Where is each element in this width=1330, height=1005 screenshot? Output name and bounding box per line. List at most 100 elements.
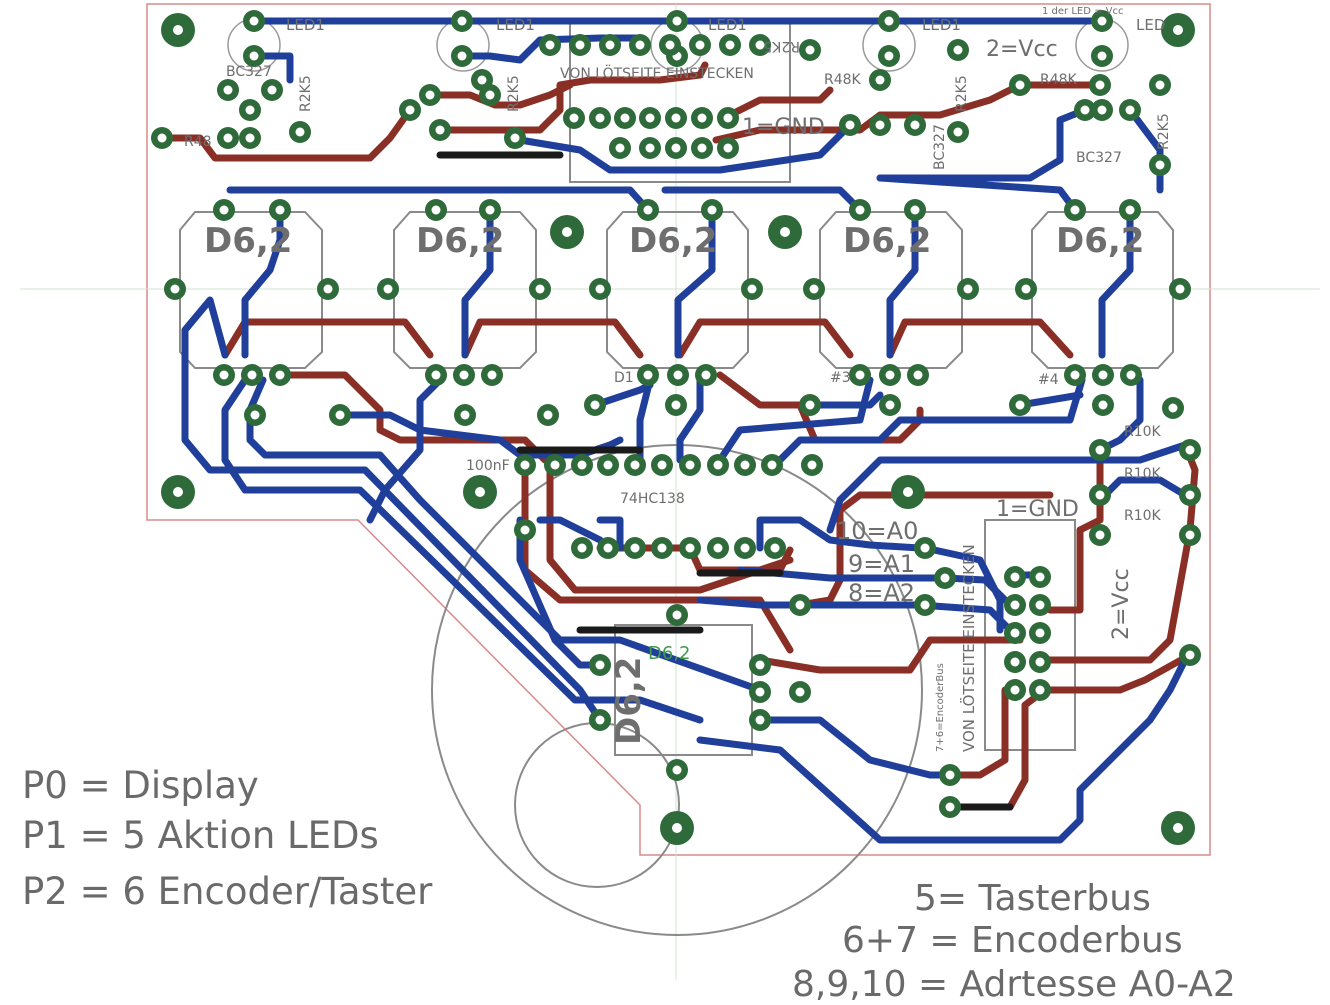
gnd-label-right: 1=GND	[996, 497, 1079, 522]
pad-drill	[707, 205, 717, 215]
pad-drill	[520, 460, 530, 470]
mounting-hole-drill	[173, 487, 183, 497]
pad-drill	[485, 205, 495, 215]
top-note: 1 der LED = Vcc	[1042, 6, 1124, 17]
pad-drill	[953, 45, 963, 55]
pad-drill	[383, 284, 393, 294]
mounting-holes	[161, 13, 1195, 845]
pad-drill	[697, 113, 707, 123]
pad-drill	[855, 205, 865, 215]
pad-drill	[770, 543, 780, 553]
led-label-1: LED1	[286, 16, 325, 34]
pad-drill	[1098, 370, 1108, 380]
pad-drill	[510, 133, 520, 143]
pad-drill	[249, 16, 259, 26]
pad-drill	[755, 40, 765, 50]
pad-drill	[431, 205, 441, 215]
pad-drill	[672, 16, 682, 26]
display-label-3: D6,2	[629, 221, 717, 261]
pad-drill	[1098, 400, 1108, 410]
pad-drill	[457, 51, 467, 61]
pad-drill	[603, 543, 613, 553]
mounting-hole-drill	[1173, 25, 1183, 35]
pad-drill	[940, 573, 950, 583]
pad-drill	[884, 16, 894, 26]
resistor48-label-5: R48	[184, 134, 212, 150]
resistor-label-3: R2K5	[954, 75, 970, 112]
pullup-label-1: R10K	[1124, 424, 1162, 440]
pad-drill	[630, 543, 640, 553]
pad-drill	[620, 113, 630, 123]
pad-drill	[223, 133, 233, 143]
pad-drill	[459, 370, 469, 380]
pad-drill	[1080, 105, 1090, 115]
pad-drill	[1175, 284, 1185, 294]
vcc-label-top: 2=Vcc	[986, 37, 1058, 62]
pad-drill	[1010, 657, 1020, 667]
pad-drill	[845, 120, 855, 130]
pad-drill	[671, 143, 681, 153]
pad-drill	[1126, 370, 1136, 380]
pad-drill	[485, 90, 495, 100]
pad-drill	[245, 133, 255, 143]
pad-drill	[963, 284, 973, 294]
pad-drill	[635, 40, 645, 50]
pad-drill	[665, 40, 675, 50]
pad-drill	[250, 410, 260, 420]
pad-drill	[1010, 685, 1020, 695]
pad-drill	[1035, 572, 1045, 582]
legend-address: 8,9,10 = Adrtesse A0-A2	[792, 964, 1236, 1005]
legend-tasterbus: 5= Tasterbus	[914, 878, 1151, 919]
legend-encoderbus: 6+7 = Encoderbus	[842, 920, 1183, 961]
legend-p0: P0 = Display	[22, 764, 259, 807]
pad-drill	[740, 460, 750, 470]
pad-drill	[1021, 284, 1031, 294]
pad-drill	[245, 105, 255, 115]
address-label-a0: 10=A0	[836, 517, 918, 545]
bottom-layer-traces	[158, 61, 1199, 811]
pad-drill	[1097, 16, 1107, 26]
mounting-hole-drill	[173, 25, 183, 35]
pad-drill	[672, 610, 682, 620]
display-label-5: D6,2	[1056, 221, 1144, 261]
pad-drill	[603, 460, 613, 470]
connector-note-top: VON LÖTSEITE EINSTECKEN	[560, 64, 754, 82]
pad-drill	[223, 85, 233, 95]
board-outline	[146, 3, 1211, 856]
resistor-label-5: R2K5	[763, 38, 800, 54]
pad-drill	[219, 205, 229, 215]
pad-drill	[885, 370, 895, 380]
connector-note-right: VON LÖTSEITE EINSTECKEN	[959, 544, 978, 752]
led-label-4: LED1	[922, 16, 961, 34]
pad-drill	[1185, 445, 1195, 455]
pad-drill	[569, 113, 579, 123]
pad-drill	[595, 660, 605, 670]
display-label-4: D6,2	[843, 221, 931, 261]
pad-drill	[755, 715, 765, 725]
gnd-label-top: 1=GND	[742, 115, 825, 140]
pad-drill	[953, 127, 963, 137]
pad-drill	[795, 687, 805, 697]
pad-drill	[460, 410, 470, 420]
pad-drill	[747, 284, 757, 294]
pad-drill	[920, 543, 930, 553]
led-label-2: LED1	[496, 16, 535, 34]
resistor-label-1: R2K5	[298, 75, 314, 112]
pad-drill	[615, 143, 625, 153]
pad-drill	[643, 370, 653, 380]
pad-drill	[550, 460, 560, 470]
pad-drill	[673, 370, 683, 380]
pad-drill	[1035, 685, 1045, 695]
pad-drill	[295, 127, 305, 137]
pad-drill	[1035, 600, 1045, 610]
pad-drill	[1095, 530, 1105, 540]
pad-drill	[884, 51, 894, 61]
pad-drill	[1097, 105, 1107, 115]
mounting-hole-drill	[475, 487, 485, 497]
pad-drill	[1185, 530, 1195, 540]
pad-drill	[605, 40, 615, 50]
diode-label-1: D1	[614, 370, 634, 386]
mounting-hole-drill	[672, 823, 682, 833]
pad-drill	[575, 40, 585, 50]
